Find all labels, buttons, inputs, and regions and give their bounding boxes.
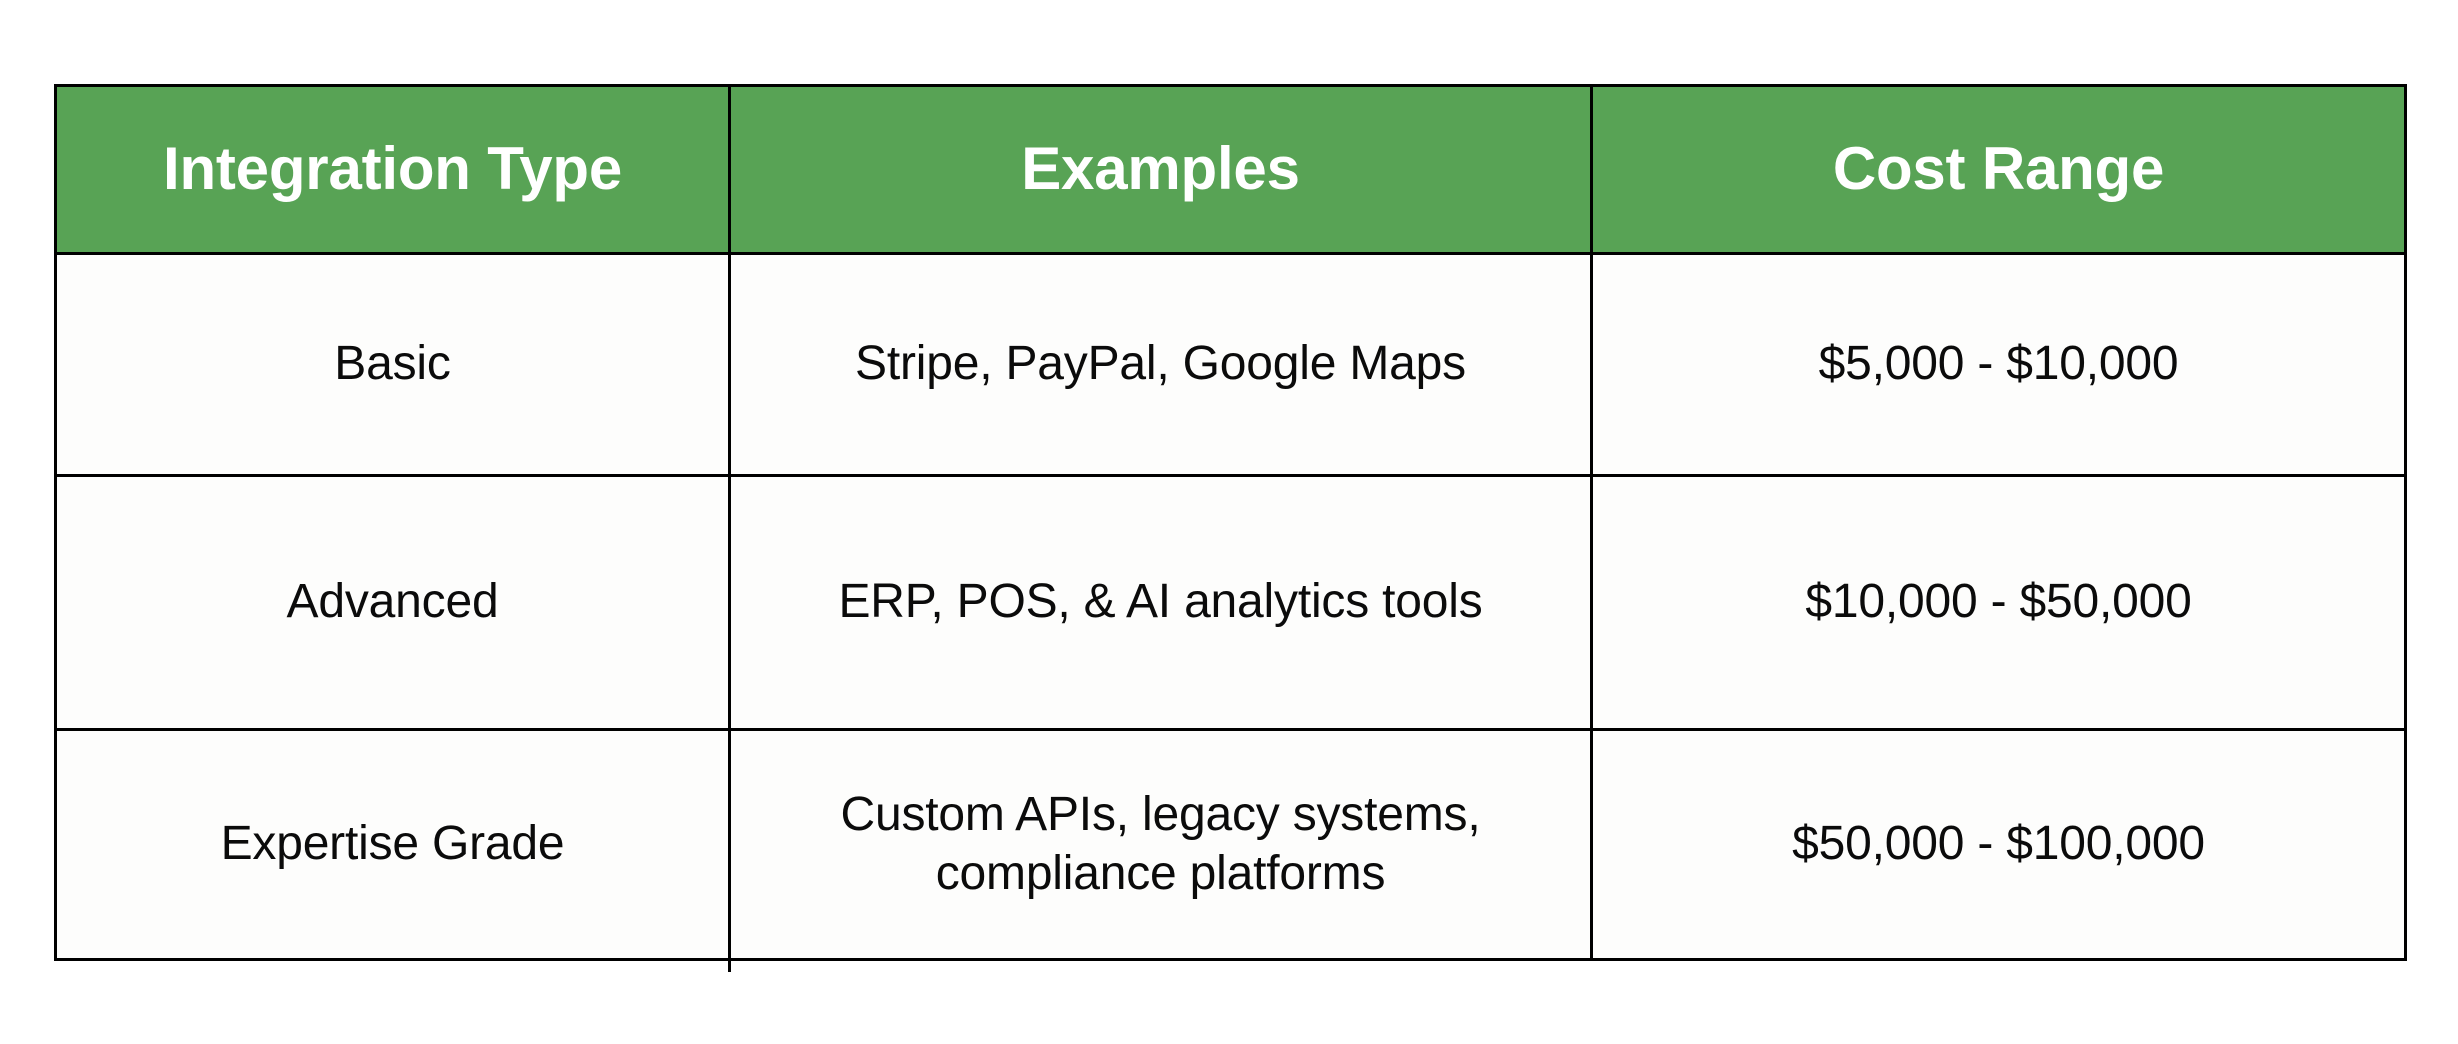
table-header: Integration Type Examples Cost Range: [54, 84, 2407, 255]
integration-cost-table: Integration Type Examples Cost Range Bas…: [54, 84, 2407, 961]
table-header-row: Integration Type Examples Cost Range: [54, 84, 2407, 255]
cell-examples: Stripe, PayPal, Google Maps: [728, 252, 1593, 477]
integration-cost-table-wrapper: Integration Type Examples Cost Range Bas…: [54, 84, 2407, 972]
cell-integration-type: Expertise Grade: [54, 728, 731, 961]
cell-examples: ERP, POS, & AI analytics tools: [728, 474, 1593, 731]
cell-cost-range: $50,000 - $100,000: [1590, 728, 2407, 961]
column-divider-overshoot-mark: [728, 958, 731, 972]
table-row: Expertise Grade Custom APIs, legacy syst…: [54, 728, 2407, 961]
column-header-integration-type: Integration Type: [54, 84, 731, 255]
cell-integration-type: Basic: [54, 252, 731, 477]
cell-examples: Custom APIs, legacy systems, compliance …: [728, 728, 1593, 961]
table-row: Basic Stripe, PayPal, Google Maps $5,000…: [54, 252, 2407, 477]
table-row: Advanced ERP, POS, & AI analytics tools …: [54, 474, 2407, 731]
column-header-cost-range: Cost Range: [1590, 84, 2407, 255]
table-body: Basic Stripe, PayPal, Google Maps $5,000…: [54, 252, 2407, 961]
column-header-examples: Examples: [728, 84, 1593, 255]
cell-cost-range: $10,000 - $50,000: [1590, 474, 2407, 731]
cell-cost-range: $5,000 - $10,000: [1590, 252, 2407, 477]
cell-integration-type: Advanced: [54, 474, 731, 731]
